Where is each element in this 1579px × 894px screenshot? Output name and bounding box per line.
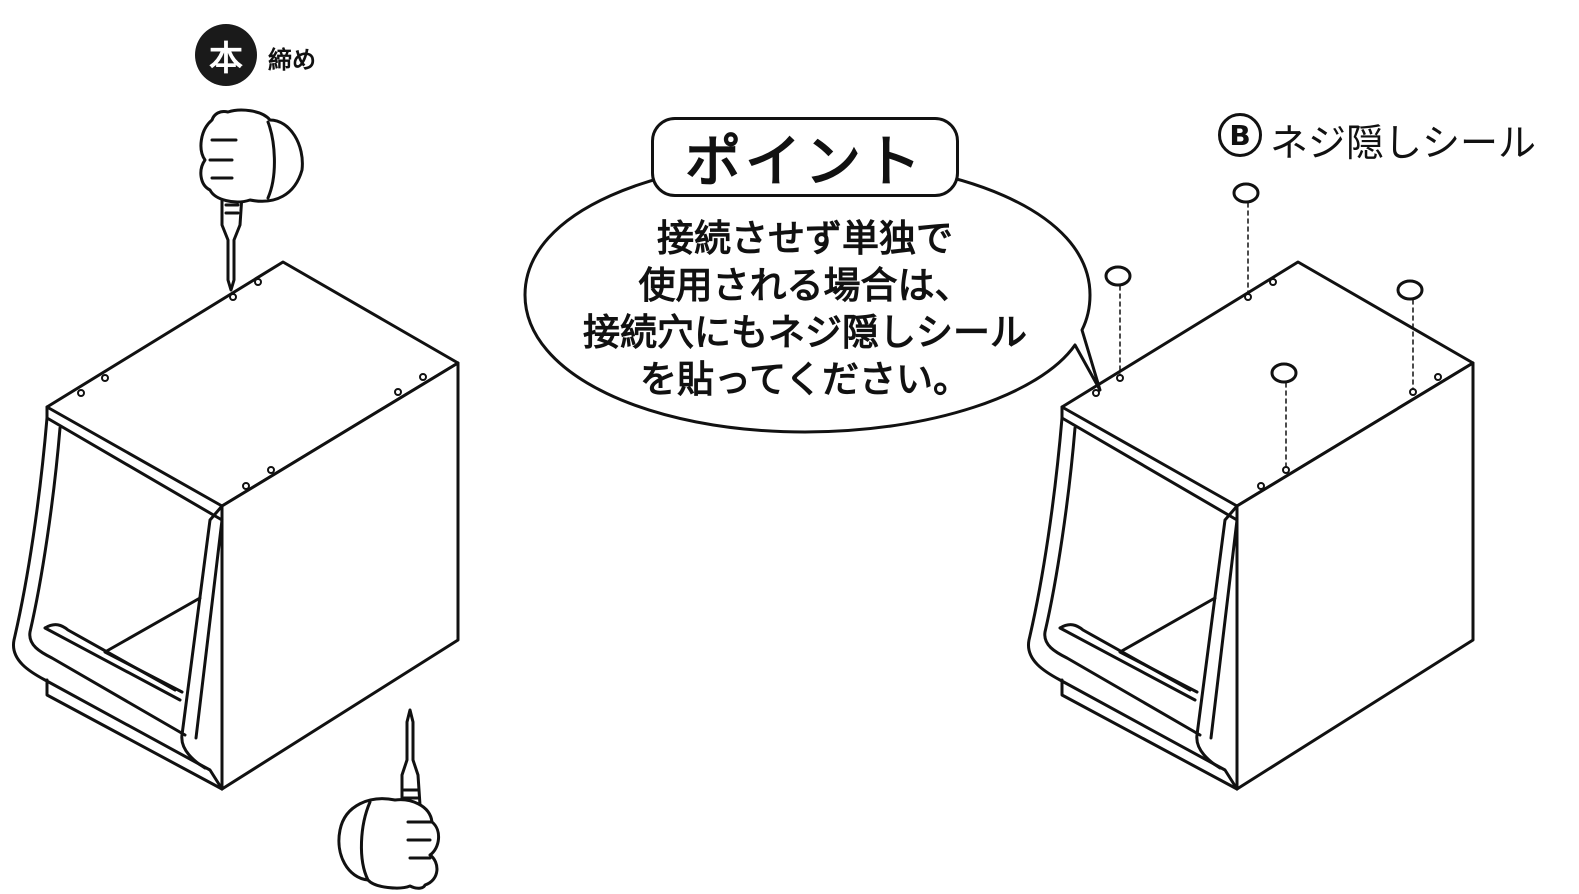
- right-cabinet: [1027, 260, 1475, 791]
- part-name: ネジ隠しシール: [1270, 121, 1537, 165]
- point-line: を貼ってください。: [639, 358, 971, 401]
- part-letter-badge: B: [1218, 113, 1262, 157]
- point-body: 接続させず単独で 使用される場合は、 接続穴にもネジ隠しシール を貼ってください…: [560, 215, 1050, 403]
- point-line: 接続させず単独で: [657, 217, 953, 260]
- step-badge: 本: [195, 24, 257, 86]
- screwdriver-bottom-icon: [337, 708, 440, 890]
- screw-cover-stickers: [1104, 182, 1424, 468]
- point-bubble: [523, 158, 1102, 434]
- point-title: ポイント: [651, 117, 959, 197]
- point-line: 使用される場合は、: [638, 264, 972, 307]
- screwdriver-top-icon: [199, 108, 304, 292]
- point-line: 接続穴にもネジ隠しシール: [583, 311, 1027, 354]
- step-label: 締め: [268, 46, 316, 74]
- left-cabinet: [12, 260, 460, 791]
